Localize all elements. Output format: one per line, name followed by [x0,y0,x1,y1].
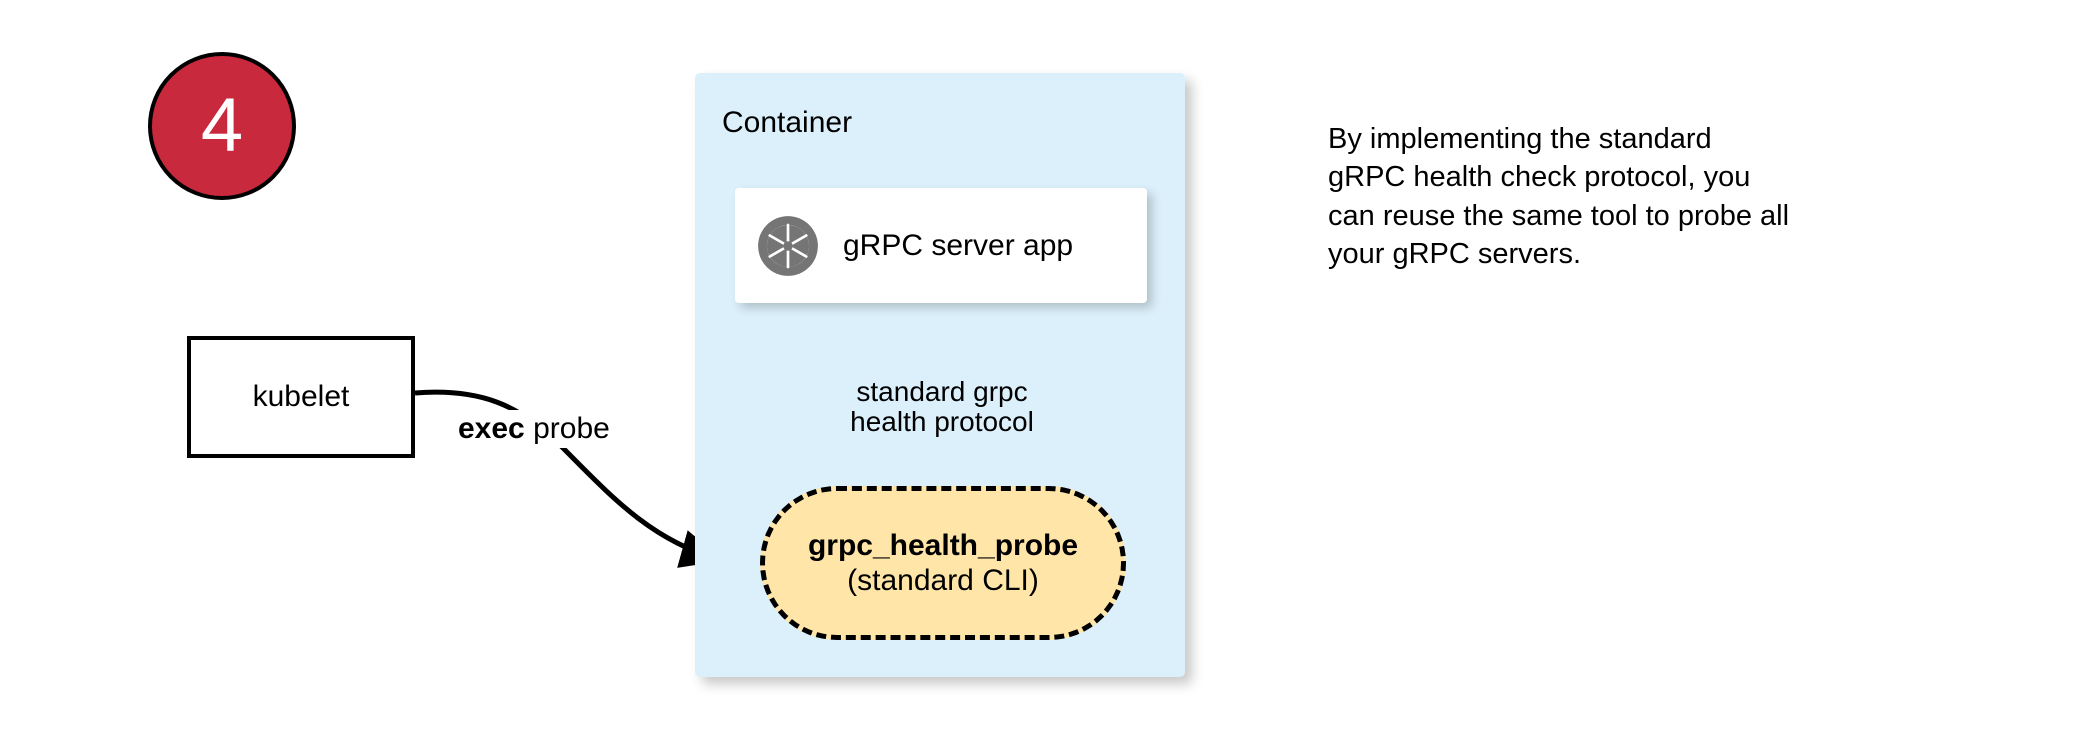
grpc-health-probe-title: grpc_health_probe [807,528,1079,562]
edge-label-exec-probe-bold: exec [458,412,525,445]
note-line: By implementing the standard [1328,123,1712,155]
kubelet-label: kubelet [252,380,350,413]
note-line: your gRPC servers. [1328,237,1582,270]
note-text: By implementing the standard gRPC health… [1328,120,1908,273]
edge-label-exec-probe-rest: probe [524,412,610,445]
edge-label-health-protocol: standard grpc health protocol [830,374,1054,441]
aperture-icon [755,213,821,279]
grpc-server-app-card: gRPC server app [735,188,1147,303]
step-badge: 4 [148,52,296,200]
grpc-health-probe-subtitle: (standard CLI) [847,564,1039,597]
grpc-health-probe-node: grpc_health_probe (standard CLI) [760,486,1126,640]
kubelet-node: kubelet [187,336,415,458]
grpc-server-app-label: gRPC server app [843,228,1074,262]
edge-label-exec-probe: exec probe [452,410,616,448]
edge-label-health-protocol-line2: health protocol [850,406,1034,438]
note-line: can reuse the same tool to probe all [1328,199,1790,232]
note-line: gRPC health check protocol, you [1328,161,1751,194]
edge-label-health-protocol-line1: standard grpc [856,376,1028,407]
step-badge-number: 4 [200,83,244,168]
container-label: Container [722,106,853,139]
